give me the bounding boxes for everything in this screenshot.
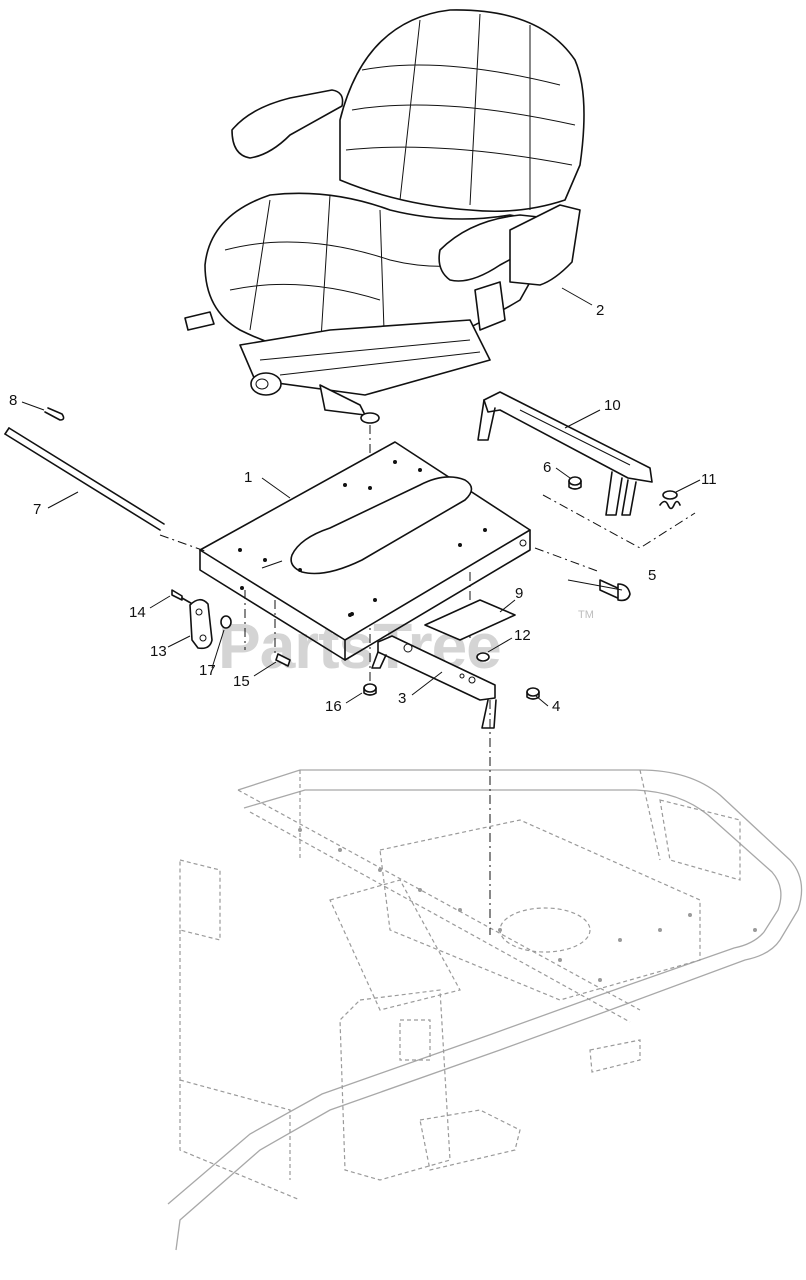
clamp-13 — [189, 598, 213, 650]
decal — [424, 599, 516, 641]
callout-15: 15 — [233, 673, 250, 690]
mower-frame — [167, 769, 803, 1251]
callout-1: 1 — [244, 469, 252, 486]
leader-lines — [21, 287, 701, 707]
nut-6 — [568, 476, 582, 490]
rod — [4, 427, 165, 531]
callout-5: 5 — [648, 567, 656, 584]
nut-16 — [363, 683, 377, 696]
callout-17: 17 — [199, 662, 216, 679]
washer-12 — [476, 652, 490, 662]
callout-3: 3 — [398, 690, 406, 707]
callout-14: 14 — [129, 604, 146, 621]
seat — [184, 9, 585, 424]
callout-2: 2 — [596, 302, 604, 319]
callout-9: 9 — [515, 585, 523, 602]
spring — [659, 490, 681, 510]
callouts: 1 2 3 4 5 6 7 8 9 10 11 12 13 14 15 16 1… — [9, 302, 717, 715]
bolt-5 — [599, 579, 631, 602]
screw-15 — [275, 653, 291, 667]
callout-6: 6 — [543, 459, 551, 476]
bracket — [477, 391, 696, 549]
cross-bracket — [371, 635, 497, 729]
cotter-pin — [44, 407, 65, 421]
callout-8: 8 — [9, 392, 17, 409]
callout-12: 12 — [514, 627, 531, 644]
callout-7: 7 — [33, 501, 41, 518]
watermark-trademark: TM — [578, 609, 594, 621]
callout-4: 4 — [552, 698, 560, 715]
nut-4 — [526, 687, 540, 700]
callout-10: 10 — [604, 397, 621, 414]
seat-plate — [199, 441, 531, 661]
callout-11: 11 — [701, 471, 717, 488]
callout-16: 16 — [325, 698, 342, 715]
callout-13: 13 — [150, 643, 167, 660]
washer-17 — [220, 615, 232, 629]
